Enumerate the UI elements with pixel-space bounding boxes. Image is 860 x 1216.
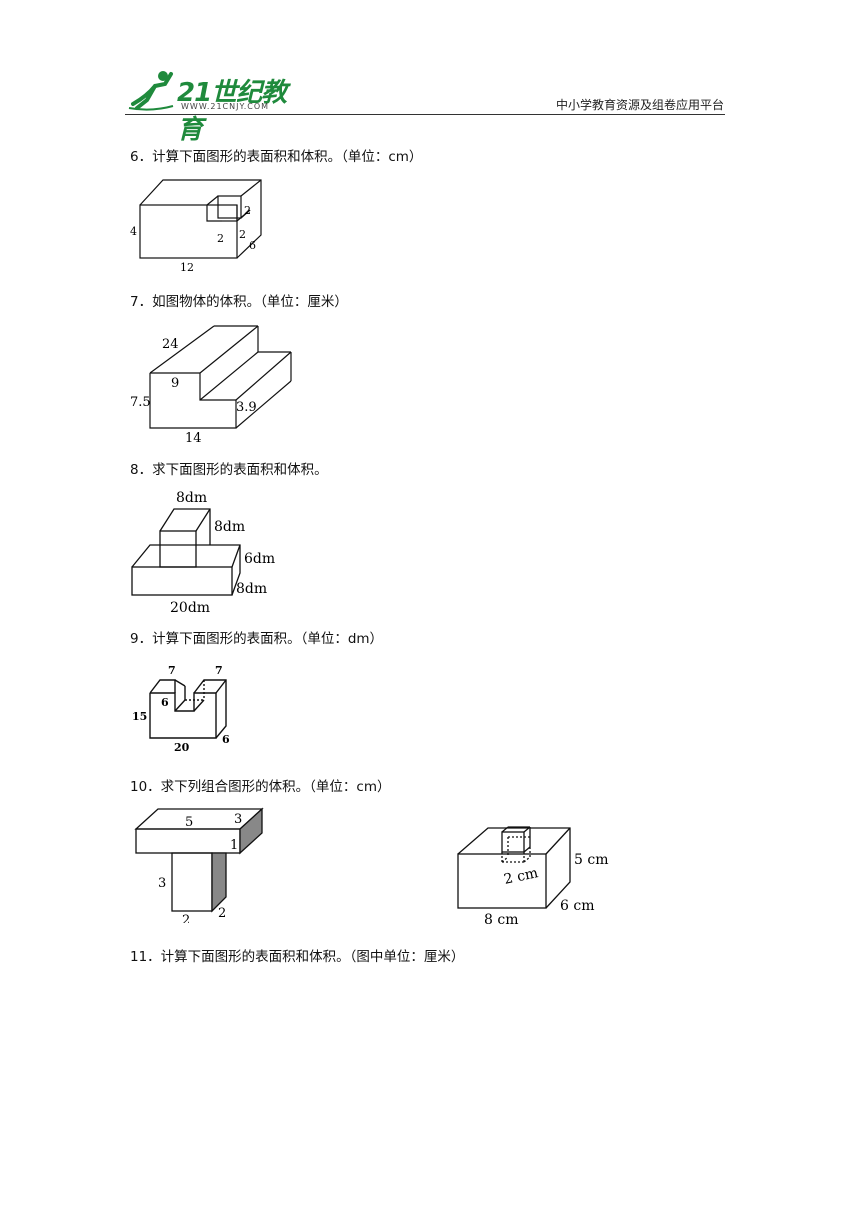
- header-divider: [125, 114, 725, 115]
- figure-q6: 4 12 6 2 2 2: [130, 179, 262, 274]
- figure-q8: 8dm 8dm 6dm 8dm 20dm: [131, 490, 275, 615]
- question-11: 11．计算下面图形的表面积和体积。（图中单位：厘米）: [130, 949, 465, 965]
- label-q9-width: 20: [174, 741, 190, 754]
- site-tagline: 中小学教育资源及组卷应用平台: [555, 98, 724, 112]
- label-q9-left-arm: 7: [168, 664, 176, 677]
- label-q10b-height: 5 cm: [574, 852, 608, 868]
- label-q8-top-width: 8dm: [176, 490, 207, 506]
- label-q8-base-depth: 8dm: [236, 581, 267, 597]
- label-q9-notch-depth: 6: [161, 696, 169, 709]
- label-q6-notch-top: 2: [244, 204, 251, 217]
- question-7: 7．如图物体的体积。（单位：厘米）: [130, 294, 348, 310]
- running-person-icon: [128, 71, 174, 111]
- label-q8-base-height: 6dm: [244, 551, 275, 567]
- logo-text: 21世纪教育: [177, 78, 287, 145]
- figure-q10b: 5 cm 2 cm 8 cm 6 cm: [457, 826, 608, 926]
- question-10: 10．求下列组合图形的体积。（单位：cm）: [130, 779, 391, 795]
- label-q8-base-width: 20dm: [170, 600, 210, 615]
- label-q9-depth: 6: [222, 733, 230, 746]
- label-q6-side: 6: [249, 239, 256, 252]
- figure-q7: 24 9 7.5 3.9 14: [130, 325, 292, 446]
- label-q6-notch-inner: 2: [217, 232, 224, 245]
- label-q6-left: 4: [130, 225, 137, 238]
- label-q7-left: 7.5: [130, 395, 151, 410]
- label-q6-bottom: 12: [180, 261, 194, 274]
- label-q7-bottom: 14: [185, 431, 202, 446]
- question-9: 9．计算下面图形的表面积。（单位：dm）: [130, 631, 384, 647]
- label-q10b-hole: 2 cm: [503, 865, 540, 888]
- label-q8-top-height: 8dm: [214, 519, 245, 535]
- label-q10a-leg-depth: 2: [218, 906, 226, 921]
- label-q10a-top-len: 5: [185, 815, 193, 830]
- logo-url: WWW.21CNJY.COM: [181, 102, 270, 111]
- label-q10a-top-depth: 3: [234, 812, 242, 827]
- question-8: 8．求下面图形的表面积和体积。: [130, 462, 328, 478]
- figure-q9: 7 7 6 15 20 6: [132, 664, 230, 754]
- label-q10b-depth: 6 cm: [560, 898, 594, 914]
- logo: 21世纪教育 WWW.21CNJY.COM: [125, 68, 295, 145]
- label-q6-notch-right: 2: [239, 228, 246, 241]
- label-q9-height: 15: [132, 710, 147, 723]
- label-q9-right-arm: 7: [215, 664, 223, 677]
- figure-q10a: 5 3 1 3 2 2: [134, 807, 264, 923]
- label-q10a-leg-height: 3: [158, 876, 166, 891]
- label-q7-depth: 24: [162, 337, 179, 352]
- label-q7-step-top: 9: [171, 376, 179, 391]
- label-q7-step-right: 3.9: [236, 400, 257, 415]
- label-q10b-width: 8 cm: [484, 912, 518, 926]
- label-q10a-top-height: 1: [230, 838, 238, 853]
- page-header: 21世纪教育 WWW.21CNJY.COM 中小学教育资源及组卷应用平台: [0, 0, 860, 145]
- question-6: 6．计算下面图形的表面积和体积。（单位：cm）: [130, 149, 423, 165]
- label-q10a-leg-width: 2: [182, 913, 190, 923]
